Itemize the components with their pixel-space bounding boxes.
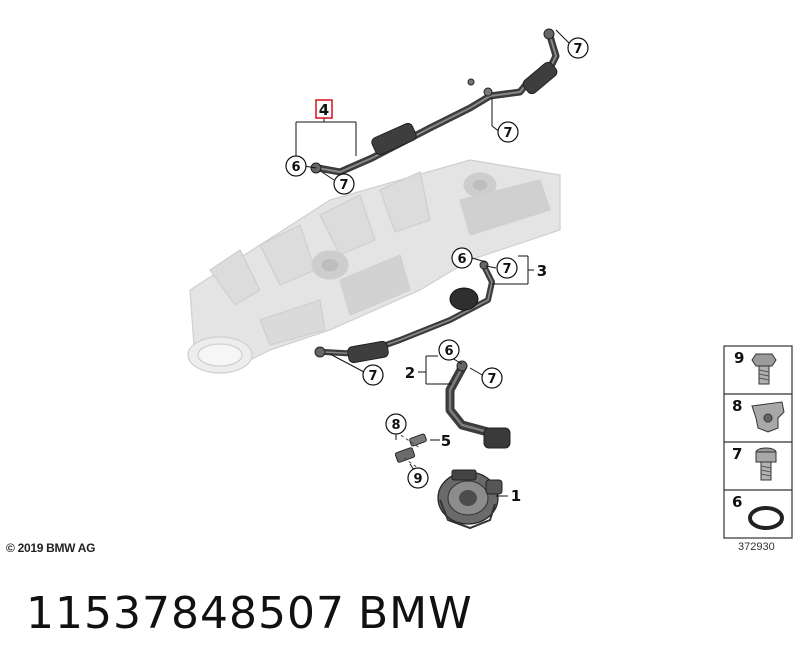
callout-part-9[interactable]: 9 <box>407 467 429 489</box>
upper-coolant-pipe <box>310 28 560 176</box>
clip-nut-icon <box>751 401 785 433</box>
svg-text:7: 7 <box>487 372 496 387</box>
callout-part-6-upper[interactable]: 6 <box>285 155 307 177</box>
svg-text:7: 7 <box>503 126 512 141</box>
callout-part-6-lower[interactable]: 6 <box>438 339 460 361</box>
part-number: 11537848507 <box>26 588 345 639</box>
callout-part-6-middle[interactable]: 6 <box>451 247 473 269</box>
callout-part-4[interactable]: 4 <box>315 99 333 119</box>
middle-coolant-line <box>314 260 495 364</box>
svg-text:8: 8 <box>391 418 400 433</box>
svg-text:5: 5 <box>441 432 451 450</box>
svg-text:6: 6 <box>444 344 453 359</box>
legend-item-7[interactable]: 7 <box>732 445 777 481</box>
lower-coolant-hose <box>445 360 511 449</box>
copyright-notice: © 2019 BMW AG <box>6 541 96 555</box>
svg-text:7: 7 <box>368 369 377 384</box>
hardware-legend: 9 8 7 <box>723 345 793 539</box>
svg-text:8: 8 <box>732 397 742 415</box>
callout-part-7-lower-right[interactable]: 7 <box>481 367 503 389</box>
o-ring-icon <box>748 506 784 530</box>
bolt-icon <box>751 353 777 385</box>
callout-part-1[interactable]: 1 <box>511 487 521 505</box>
svg-text:3: 3 <box>537 262 547 280</box>
svg-text:6: 6 <box>732 493 742 511</box>
svg-text:4: 4 <box>319 101 329 119</box>
legend-item-9[interactable]: 9 <box>734 349 777 385</box>
svg-text:1: 1 <box>511 487 521 505</box>
callout-part-7-upper-mid[interactable]: 7 <box>497 121 519 143</box>
svg-text:7: 7 <box>732 445 742 463</box>
callout-part-3[interactable]: 3 <box>537 262 547 280</box>
callout-part-7-lower-left[interactable]: 7 <box>362 364 384 386</box>
svg-text:6: 6 <box>291 160 300 175</box>
svg-text:2: 2 <box>405 364 415 382</box>
svg-text:7: 7 <box>502 262 511 277</box>
legend-item-8[interactable]: 8 <box>732 397 785 433</box>
callout-part-7-upper-left[interactable]: 7 <box>333 173 355 195</box>
callout-part-2[interactable]: 2 <box>405 364 415 382</box>
screw-icon <box>755 447 777 481</box>
diagram-id: 372930 <box>738 541 775 553</box>
callout-part-8[interactable]: 8 <box>385 413 407 435</box>
svg-text:9: 9 <box>413 472 422 487</box>
legend-item-6[interactable]: 6 <box>732 493 784 530</box>
svg-text:9: 9 <box>734 349 744 367</box>
bracket-parts <box>394 431 427 469</box>
brand-name: BMW <box>358 588 473 639</box>
svg-text:7: 7 <box>573 42 582 57</box>
electric-water-pump <box>437 469 503 530</box>
callout-part-5[interactable]: 5 <box>441 432 451 450</box>
svg-text:7: 7 <box>339 178 348 193</box>
svg-text:6: 6 <box>457 252 466 267</box>
callout-part-7-middle[interactable]: 7 <box>496 257 518 279</box>
exhaust-manifold-illustration <box>187 159 561 374</box>
callout-part-7-top-right[interactable]: 7 <box>567 37 589 59</box>
